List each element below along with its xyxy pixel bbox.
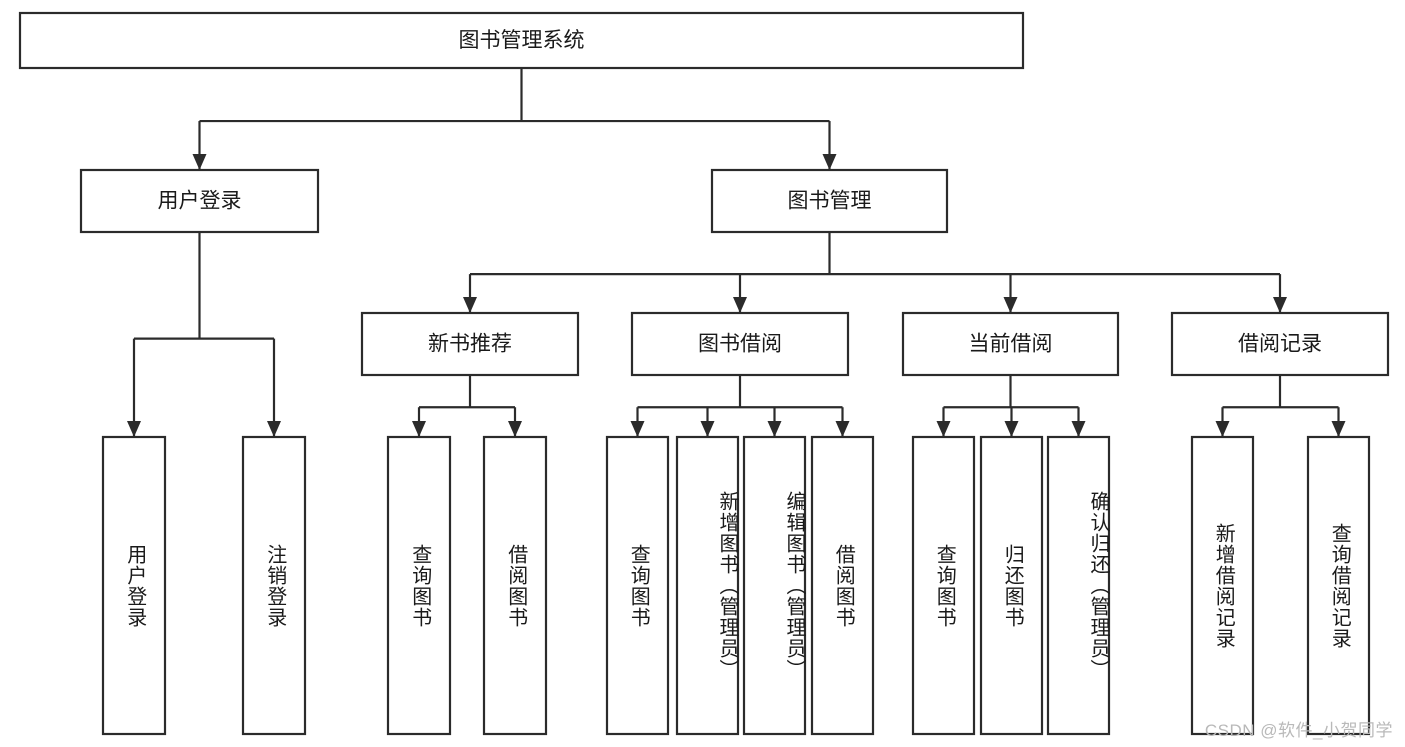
arrow-head-icon [1331, 421, 1346, 437]
node-label-newbook: 新书推荐 [428, 333, 512, 356]
node-box-leaf-9[interactable] [911, 435, 976, 736]
node-label-bookmgmt: 图书管理 [788, 190, 872, 213]
node-box-leaf-11[interactable] [1046, 435, 1111, 736]
node-box-leaf-3[interactable] [386, 435, 452, 736]
arrow-head-icon [733, 297, 747, 313]
node-box-leaf-2[interactable] [241, 435, 307, 736]
node-box-login[interactable] [79, 168, 320, 234]
node-box-bookmgmt[interactable] [710, 168, 949, 234]
boxes-layer [18, 11, 1390, 736]
node-box-leaf-10[interactable] [979, 435, 1044, 736]
node-box-leaf-8[interactable] [810, 435, 875, 736]
node-label-borrow: 图书借阅 [698, 333, 782, 356]
arrow-head-icon [835, 421, 850, 437]
arrow-head-icon [267, 421, 281, 437]
arrow-head-icon [1273, 297, 1287, 313]
arrow-head-icon [936, 421, 951, 437]
watermark-text: CSDN @软件_小贺同学 [1204, 721, 1393, 740]
arrow-head-icon [1003, 297, 1018, 313]
node-box-current[interactable] [901, 311, 1120, 377]
node-box-leaf-7[interactable] [742, 435, 807, 736]
arrow-head-icon [822, 154, 837, 170]
arrow-head-icon [767, 421, 782, 437]
node-box-leaf-12[interactable] [1190, 435, 1255, 736]
node-box-leaf-5[interactable] [605, 435, 670, 736]
edges-layer [127, 68, 1346, 437]
arrow-head-icon [1215, 421, 1230, 437]
node-box-borrow[interactable] [630, 311, 850, 377]
node-box-leaf-13[interactable] [1306, 435, 1371, 736]
arrow-head-icon [508, 421, 522, 437]
arrow-head-icon [463, 297, 477, 313]
arrow-head-icon [412, 421, 426, 437]
node-box-leaf-4[interactable] [482, 435, 548, 736]
arrow-head-icon [700, 421, 715, 437]
node-box-newbook[interactable] [360, 311, 580, 377]
arrow-head-icon [127, 421, 141, 437]
node-box-records[interactable] [1170, 311, 1390, 377]
node-label-root: 图书管理系统 [459, 29, 585, 52]
arrow-head-icon [630, 421, 645, 437]
node-box-leaf-1[interactable] [101, 435, 167, 736]
node-box-leaf-6[interactable] [675, 435, 740, 736]
node-label-login: 用户登录 [158, 190, 242, 213]
arrow-head-icon [1004, 421, 1019, 437]
arrow-head-icon [1071, 421, 1086, 437]
node-label-records: 借阅记录 [1238, 333, 1322, 356]
node-label-current: 当前借阅 [969, 333, 1053, 356]
arrow-head-icon [192, 154, 207, 170]
node-box-root[interactable] [18, 11, 1025, 70]
